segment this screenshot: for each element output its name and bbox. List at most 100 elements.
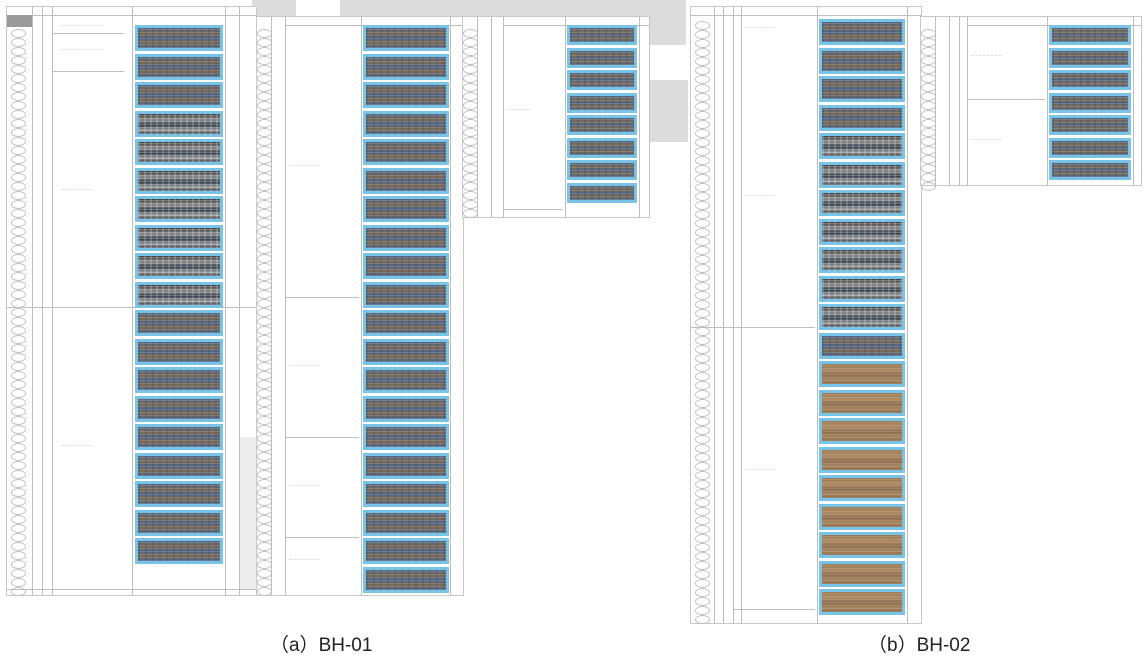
depth-ring xyxy=(257,272,272,281)
depth-ring xyxy=(257,218,272,227)
core-box-image xyxy=(135,110,223,137)
depth-ring xyxy=(257,92,272,101)
bh01-sheet-3: — — — — — — xyxy=(462,16,650,218)
depth-ring xyxy=(257,119,272,128)
depth-ring xyxy=(695,489,710,498)
core-box-image xyxy=(819,218,905,245)
depth-ring xyxy=(11,227,26,236)
depth-ring xyxy=(695,372,710,381)
depth-ring xyxy=(257,47,272,56)
depth-ring xyxy=(695,30,710,39)
depth-ring xyxy=(463,137,478,146)
depth-ring xyxy=(463,101,478,110)
core-box-image xyxy=(1049,137,1131,158)
depth-ring xyxy=(695,453,710,462)
depth-ring xyxy=(257,182,272,191)
depth-ring xyxy=(11,578,26,587)
depth-ring xyxy=(695,120,710,129)
depth-ring xyxy=(695,597,710,606)
depth-ring xyxy=(695,39,710,48)
depth-ring xyxy=(257,353,272,362)
depth-ring xyxy=(695,615,710,624)
core-box-image xyxy=(363,538,449,564)
core-box-image xyxy=(819,104,905,131)
core-box-image xyxy=(819,275,905,302)
depth-ring xyxy=(11,200,26,209)
depth-ring xyxy=(695,129,710,138)
core-box-image xyxy=(819,19,905,45)
core-box-image xyxy=(363,53,449,80)
depth-ring xyxy=(11,353,26,362)
caption-bh02: （b）BH-02 xyxy=(868,635,971,656)
depth-ring xyxy=(11,173,26,182)
core-box-image xyxy=(135,424,223,450)
depth-ring xyxy=(695,561,710,570)
depth-ring xyxy=(463,29,478,38)
depth-ring xyxy=(695,327,710,336)
depth-ring xyxy=(257,443,272,452)
core-box-image xyxy=(135,338,223,365)
depth-ring xyxy=(463,146,478,155)
depth-ring xyxy=(695,507,710,516)
depth-ring xyxy=(695,336,710,345)
core-box-image xyxy=(1049,47,1131,68)
depth-ring xyxy=(695,309,710,318)
depth-ring xyxy=(695,381,710,390)
core-box-image xyxy=(363,424,449,450)
depth-ring xyxy=(11,434,26,443)
depth-ring xyxy=(695,48,710,57)
core-box-image xyxy=(819,47,905,74)
depth-ring xyxy=(257,551,272,560)
depth-ring xyxy=(11,29,26,38)
core-box-image xyxy=(135,167,223,194)
depth-ring xyxy=(11,128,26,137)
depth-ring xyxy=(257,506,272,515)
depth-ring xyxy=(11,101,26,110)
core-box-image xyxy=(135,367,223,393)
depth-ring xyxy=(257,569,272,578)
depth-ring xyxy=(257,578,272,587)
core-box-image xyxy=(819,332,905,359)
depth-ring xyxy=(257,398,272,407)
core-box-image xyxy=(1049,115,1131,135)
core-box-image xyxy=(363,167,449,194)
core-box-image xyxy=(135,310,223,336)
depth-ring xyxy=(11,506,26,515)
depth-ring xyxy=(463,209,478,218)
depth-ring xyxy=(695,21,710,30)
depth-ring xyxy=(11,164,26,173)
depth-ring xyxy=(463,200,478,209)
depth-ring xyxy=(463,65,478,74)
depth-ring xyxy=(257,371,272,380)
depth-ring xyxy=(257,524,272,533)
depth-ring xyxy=(695,111,710,120)
depth-ring xyxy=(257,308,272,317)
depth-ring xyxy=(11,47,26,56)
depth-ring xyxy=(257,191,272,200)
depth-ring xyxy=(257,137,272,146)
bh01-sheet-1: — — — — — — — — — — — — — — — — — — — — … xyxy=(6,6,257,596)
depth-ring xyxy=(257,461,272,470)
depth-ring xyxy=(257,83,272,92)
depth-ring xyxy=(921,110,936,119)
depth-ring xyxy=(463,47,478,56)
depth-ring xyxy=(11,470,26,479)
depth-ring xyxy=(695,345,710,354)
depth-ring xyxy=(695,498,710,507)
depth-ring xyxy=(921,38,936,47)
depth-ring xyxy=(257,164,272,173)
depth-ring xyxy=(11,533,26,542)
header-tab-lower xyxy=(648,80,688,142)
depth-ring xyxy=(11,515,26,524)
depth-ring xyxy=(257,155,272,164)
depth-ring xyxy=(257,434,272,443)
depth-ring xyxy=(921,29,936,38)
depth-ring xyxy=(695,84,710,93)
depth-ring xyxy=(11,371,26,380)
depth-ring xyxy=(11,317,26,326)
depth-ring xyxy=(695,246,710,255)
depth-ring xyxy=(695,228,710,237)
depth-ring xyxy=(695,363,710,372)
core-box-image xyxy=(567,182,637,203)
depth-ring xyxy=(921,137,936,146)
